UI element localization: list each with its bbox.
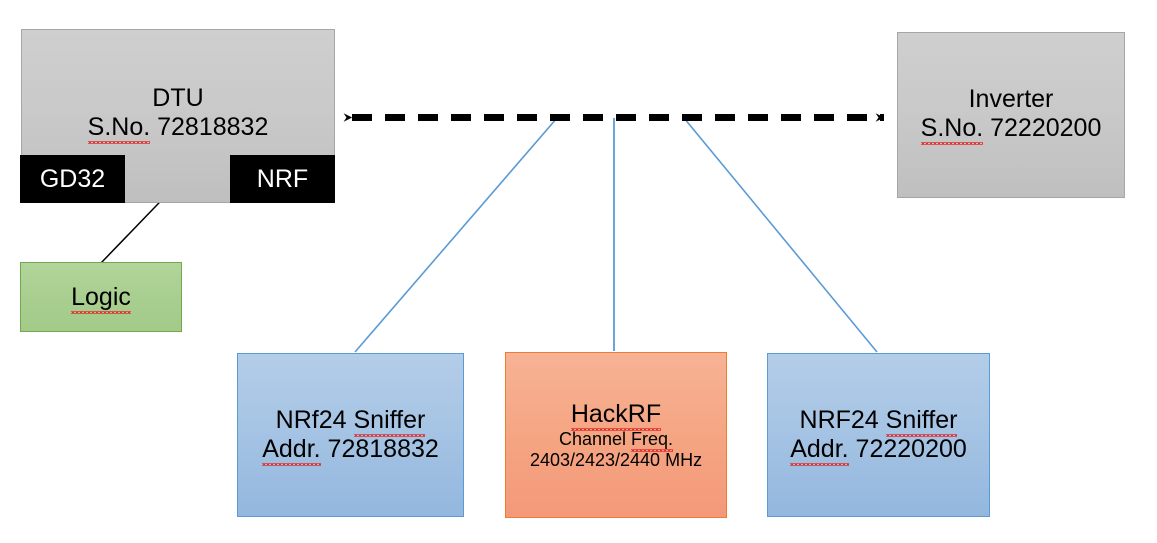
sniffer-left-addr-prefix: Addr. [262, 435, 321, 466]
node-sniffer-right[interactable]: NRF24 Sniffer Addr. 72220200 [767, 353, 990, 517]
dtu-serial-prefix: S.No. [87, 113, 151, 144]
dtu-serial-value: 72818832 [157, 113, 269, 141]
inverter-title: Inverter [968, 85, 1054, 113]
sniffer-left-addr-value: 72818832 [327, 435, 439, 463]
node-sniffer-left[interactable]: NRf24 Sniffer Addr. 72818832 [237, 353, 464, 517]
node-logic[interactable]: Logic [20, 262, 182, 332]
tap-line-sniffer-left [354, 117, 558, 353]
inverter-serial: S.No. 72220200 [920, 114, 1102, 145]
node-hackrf[interactable]: HackRF Channel Freq. 2403/2423/2440 MHz [505, 352, 727, 518]
dtu-serial: S.No. 72818832 [87, 113, 269, 144]
node-gd32[interactable]: GD32 [20, 155, 125, 203]
tap-line-sniffer-right [683, 117, 878, 353]
sniffer-right-addr-value: 72220200 [855, 435, 967, 463]
logic-label: Logic [71, 282, 131, 314]
sniffer-right-addr-prefix: Addr. [790, 435, 849, 466]
inverter-serial-value: 72220200 [990, 114, 1102, 142]
hackrf-frequencies: 2403/2423/2440 MHz [529, 449, 703, 470]
hackrf-title: HackRF [570, 399, 662, 431]
node-nrf[interactable]: NRF [230, 155, 335, 203]
sniffer-left-title: NRf24 Sniffer [275, 406, 426, 437]
hackrf-freq-word: Freq. [631, 428, 674, 452]
nrf-label: NRF [256, 164, 309, 193]
sniffer-right-addr: Addr. 72220200 [790, 435, 967, 466]
sniffer-left-title-role: Sniffer [353, 406, 426, 437]
hackrf-title-text: HackRF [570, 399, 662, 431]
sniffer-left-title-model: NRf24 [275, 406, 347, 434]
sniffer-right-title-model: NRF24 [799, 406, 879, 434]
gd32-label: GD32 [39, 164, 106, 193]
hackrf-channel-label: Channel Freq. [558, 428, 674, 452]
node-inverter[interactable]: Inverter S.No. 72220200 [897, 32, 1125, 198]
dtu-title: DTU [152, 84, 204, 112]
sniffer-left-addr: Addr. 72818832 [262, 435, 439, 466]
hackrf-channel-word: Channel [558, 428, 627, 449]
sniffer-right-title: NRF24 Sniffer [799, 406, 958, 437]
sniffer-right-title-role: Sniffer [885, 406, 958, 437]
inverter-serial-prefix: S.No. [920, 114, 984, 145]
